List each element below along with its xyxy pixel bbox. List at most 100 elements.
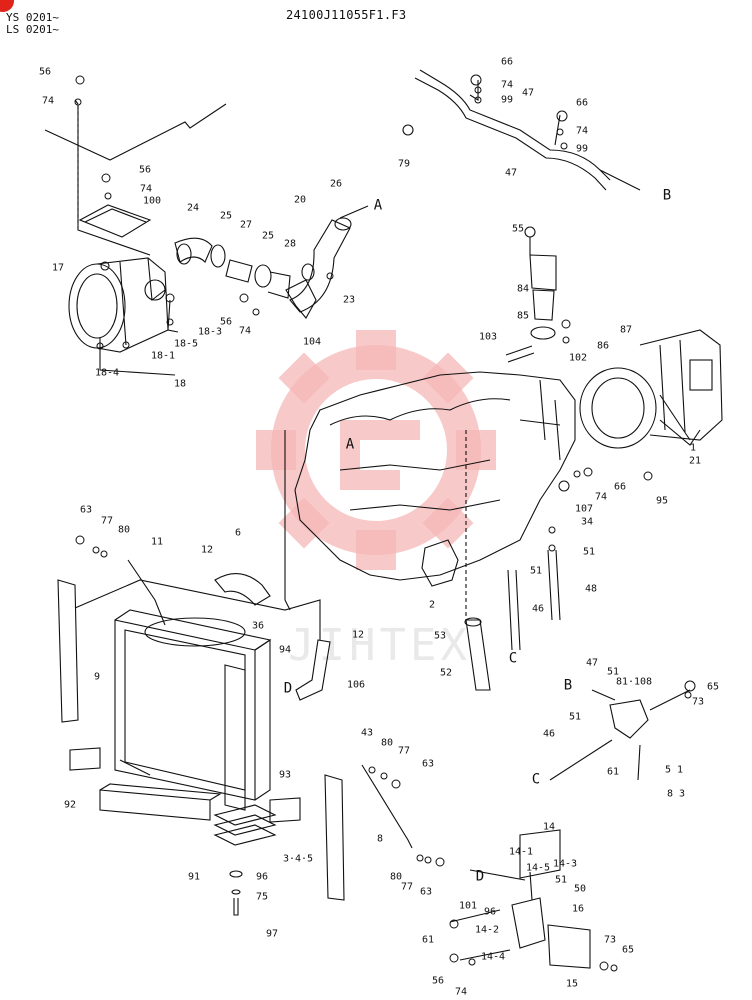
callout-12: 12 — [351, 629, 365, 641]
callout-56: 56 — [38, 66, 52, 78]
callout-104: 104 — [302, 336, 322, 348]
callout-75: 75 — [255, 891, 269, 903]
callout-66: 66 — [613, 481, 627, 493]
callout-80: 80 — [117, 524, 131, 536]
callout-14-5: 14-5 — [525, 862, 551, 874]
callout-25: 25 — [219, 210, 233, 222]
callout-74: 74 — [139, 183, 153, 195]
callout-56: 56 — [138, 164, 152, 176]
callout-46: 46 — [531, 603, 545, 615]
callout-9: 9 — [93, 671, 101, 683]
callout-47: 47 — [504, 167, 518, 179]
callout-21: 21 — [688, 455, 702, 467]
callout-100: 100 — [142, 195, 162, 207]
callout-46: 46 — [542, 728, 556, 740]
series-line-1: YS 0201~ — [6, 11, 59, 24]
callout-77: 77 — [400, 881, 414, 893]
callout-53: 53 — [433, 630, 447, 642]
callout-81-108: 81·108 — [615, 676, 653, 688]
callout-91: 91 — [187, 871, 201, 883]
callout-20: 20 — [293, 194, 307, 206]
callout-34: 34 — [580, 516, 594, 528]
callout-107: 107 — [574, 503, 594, 515]
callout-80: 80 — [389, 871, 403, 883]
series-line-2: LS 0201~ — [6, 23, 59, 36]
callout-14-2: 14-2 — [474, 924, 500, 936]
callout-3-4-5: 3·4·5 — [282, 853, 314, 865]
callout-77: 77 — [397, 745, 411, 757]
callout-2: 2 — [428, 599, 436, 611]
callout-51: 51 — [529, 565, 543, 577]
callout-25: 25 — [261, 230, 275, 242]
callout-52: 52 — [439, 667, 453, 679]
corner-badge — [0, 0, 14, 12]
reference-d-tank: D — [475, 868, 485, 885]
callout-16: 16 — [571, 903, 585, 915]
callout-18-5: 18-5 — [173, 338, 199, 350]
callout-14-3: 14-3 — [552, 858, 578, 870]
callout-8: 8 — [376, 833, 384, 845]
callout-84: 84 — [516, 283, 530, 295]
callout-92: 92 — [63, 799, 77, 811]
watermark-text: JIHTEX — [288, 620, 471, 671]
callout-55: 55 — [511, 223, 525, 235]
callout-17: 17 — [51, 262, 65, 274]
reference-b-top: B — [662, 187, 672, 204]
callout-27: 27 — [239, 219, 253, 231]
callout-1: 1 — [689, 442, 697, 454]
callout-36: 36 — [251, 620, 265, 632]
callout-14: 14 — [542, 821, 556, 833]
callout-11: 11 — [150, 536, 164, 548]
callout-106: 106 — [346, 679, 366, 691]
callout-85: 85 — [516, 310, 530, 322]
callout-61: 61 — [421, 934, 435, 946]
callout-83: 8 3 — [666, 788, 686, 800]
callout-65: 65 — [706, 681, 720, 693]
callout-48: 48 — [584, 583, 598, 595]
reference-c-engine: C — [508, 650, 518, 667]
callout-43: 43 — [360, 727, 374, 739]
callout-74: 74 — [454, 986, 468, 998]
callout-74: 74 — [500, 79, 514, 91]
callout-87: 87 — [619, 324, 633, 336]
callout-14-4: 14-4 — [480, 951, 506, 963]
callout-51: 51 — [568, 711, 582, 723]
callout-51: 51 — [606, 666, 620, 678]
callout-50: 50 — [573, 883, 587, 895]
callout-96: 96 — [483, 906, 497, 918]
callout-94: 94 — [278, 644, 292, 656]
callout-74: 74 — [594, 491, 608, 503]
callout-80: 80 — [380, 737, 394, 749]
callout-63: 63 — [419, 886, 433, 898]
callout-73: 73 — [603, 934, 617, 946]
callout-63: 63 — [421, 758, 435, 770]
callout-99: 99 — [575, 143, 589, 155]
callout-23: 23 — [342, 294, 356, 306]
callout-102: 102 — [568, 352, 588, 364]
callout-99: 99 — [500, 94, 514, 106]
callout-26: 26 — [329, 178, 343, 190]
callout-56: 56 — [219, 316, 233, 328]
reference-c-bottom: C — [531, 771, 541, 788]
callout-18-1: 18-1 — [150, 350, 176, 362]
callout-73: 73 — [691, 696, 705, 708]
callout-101: 101 — [458, 900, 478, 912]
callout-79: 79 — [397, 158, 411, 170]
callout-47: 47 — [521, 87, 535, 99]
callout-56: 56 — [431, 975, 445, 987]
callout-74: 74 — [575, 125, 589, 137]
callout-103: 103 — [478, 331, 498, 343]
callout-74: 74 — [41, 95, 55, 107]
callout-14-1: 14-1 — [508, 846, 534, 858]
callout-12: 12 — [200, 544, 214, 556]
callout-18: 18 — [173, 378, 187, 390]
figure-code: 24100J11055F1.F3 — [286, 8, 407, 22]
callout-28: 28 — [283, 238, 297, 250]
callout-51: 51 — [582, 546, 596, 558]
callout-47: 47 — [585, 657, 599, 669]
callout-86: 86 — [596, 340, 610, 352]
callout-24: 24 — [186, 202, 200, 214]
